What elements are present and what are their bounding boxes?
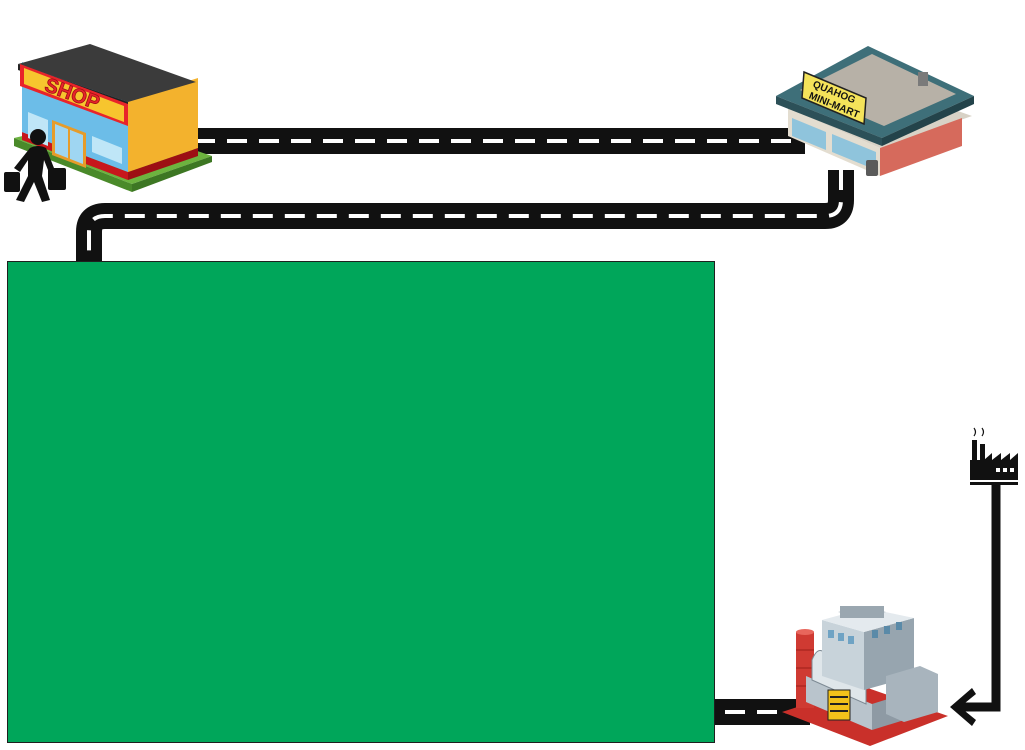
- mini-mart-building-icon: QUAHOG MINI-MART: [776, 46, 974, 176]
- factory-building-icon: [782, 606, 948, 746]
- flow-arrow: [950, 485, 1001, 726]
- road-minimart-to-panel: [76, 170, 854, 262]
- shop-building-icon: SHOP: [14, 44, 212, 192]
- green-panel: [7, 261, 715, 743]
- shopper-with-bags-icon: [4, 129, 66, 202]
- factory-icon: [970, 427, 1018, 485]
